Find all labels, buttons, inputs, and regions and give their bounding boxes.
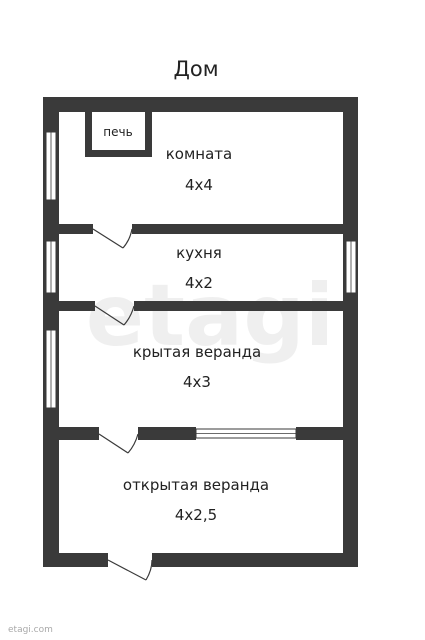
room-2-size: 4x2: [185, 274, 213, 292]
door-room-kitchen: [92, 228, 133, 249]
interior-wall-1-right: [132, 224, 343, 234]
corner-watermark: etagi.com: [8, 625, 53, 635]
interior-wall-2-left: [59, 301, 95, 311]
outer-wall-bottom-left: [43, 553, 108, 567]
room-3-name: крытая веранда: [133, 343, 261, 361]
interior-wall-3-right: [296, 427, 343, 440]
outer-wall-bottom-right: [152, 553, 358, 567]
room-2-name: кухня: [176, 244, 222, 262]
room-1-size: 4x4: [185, 176, 213, 194]
interior-wall-3-left: [59, 427, 99, 440]
room-4-size: 4x2,5: [175, 506, 217, 524]
door-veranda-open-veranda: [98, 433, 139, 454]
outer-wall-top: [43, 97, 358, 112]
watermark: etagi: [86, 266, 335, 366]
interior-wall-3-mid: [138, 427, 196, 440]
room-4-name: открытая веранда: [123, 476, 269, 494]
interior-wall-2-right: [134, 301, 343, 311]
stove-label: печь: [103, 125, 132, 139]
room-3-size: 4x3: [183, 373, 211, 391]
room-1-name: комната: [166, 145, 232, 163]
plan-title: Дом: [173, 57, 218, 81]
outer-wall-right: [343, 97, 358, 567]
interior-wall-1-left: [59, 224, 93, 234]
stove-inner: [92, 112, 145, 150]
door-entrance: [107, 559, 153, 581]
door-kitchen-veranda: [94, 305, 135, 326]
